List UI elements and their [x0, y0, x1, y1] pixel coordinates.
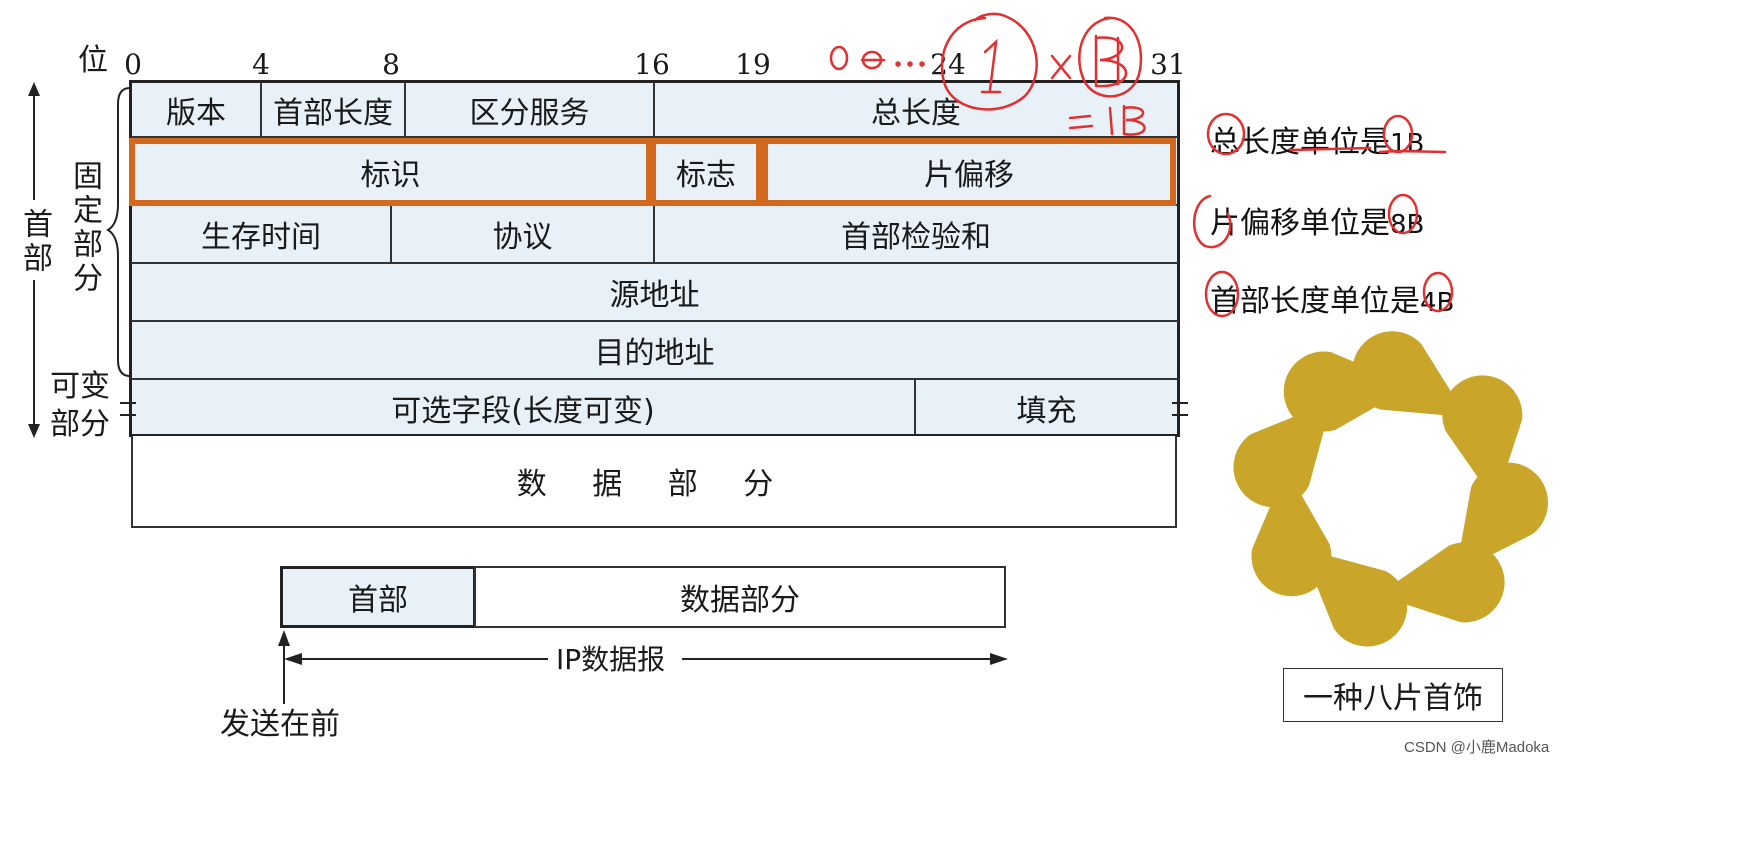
col-divider: [260, 82, 262, 136]
field-dscp: 区分服务: [469, 96, 590, 131]
bit-tick-24: 24: [930, 48, 966, 81]
datagram-span-arrow: [284, 653, 1008, 665]
highlight-fragment-offset: [762, 138, 1176, 206]
note-fragment-value: 8B: [1390, 210, 1425, 240]
col-divider: [914, 378, 916, 435]
fixed-part-label: 固定部分: [67, 160, 102, 296]
bit-tick-8: 8: [382, 48, 400, 81]
col-divider: [390, 204, 392, 262]
bit-tick-0: 0: [124, 48, 142, 81]
bit-tick-16: 16: [634, 48, 670, 81]
field-fragment-offset: 片偏移: [924, 158, 1014, 193]
ornament-petal: [1251, 468, 1332, 597]
header-span-arrow: [28, 82, 40, 438]
field-header-length: 首部长度: [273, 96, 393, 131]
note-fragment-unit: 片偏移单位是8B: [1210, 198, 1424, 242]
row-divider: [131, 262, 1178, 264]
field-identification: 标识: [360, 158, 421, 193]
datagram-header-box: 首部: [280, 566, 476, 628]
col-divider: [653, 82, 655, 136]
note-total-length-unit: 总长度单位是1B: [1210, 117, 1424, 161]
variable-part-label-1: 可变: [50, 369, 110, 404]
send-first-arrow: [278, 630, 290, 704]
field-protocol: 协议: [492, 220, 553, 255]
field-ttl: 生存时间: [201, 220, 321, 255]
row-divider: [131, 320, 1178, 322]
datagram-label: IP数据报: [556, 643, 666, 676]
col-divider: [653, 204, 655, 262]
fixed-part-brace: [106, 87, 131, 377]
ornament-petal: [1301, 548, 1408, 647]
datagram-data-box: 数据部分: [474, 566, 1006, 628]
field-total-length: 总长度: [871, 96, 961, 131]
field-dest-address: 目的地址: [594, 336, 715, 371]
data-part-box: 数 据 部 分: [131, 436, 1177, 528]
field-options: 可选字段(长度可变): [391, 393, 655, 429]
variable-mark-right: [1172, 402, 1188, 416]
eight-petal-ornament: [1233, 331, 1549, 647]
highlight-identification: [129, 138, 652, 206]
ornament-petal: [1283, 351, 1412, 432]
row-divider: [131, 136, 1178, 138]
field-version: 版本: [166, 96, 226, 131]
row-divider: [131, 378, 1178, 380]
field-source-address: 源地址: [609, 278, 700, 313]
note-header-length-value: 4B: [1420, 288, 1455, 318]
col-divider: [404, 82, 406, 136]
header-vertical-label: 首部: [17, 208, 52, 276]
field-padding: 填充: [1016, 393, 1077, 429]
ornament-caption: 一种八片首饰: [1283, 668, 1503, 722]
variable-mark-left: [120, 402, 136, 416]
highlight-flags: [650, 138, 762, 206]
watermark: CSDN @小鹿Madoka: [1404, 739, 1550, 756]
ornament-petal: [1377, 542, 1505, 623]
bit-axis-label: 位: [78, 43, 108, 78]
bit-tick-31: 31: [1150, 48, 1186, 81]
note-header-length-unit: 首部长度单位是4B: [1210, 276, 1454, 320]
ornament-petal: [1233, 401, 1332, 508]
note-fragment-prefix: 片偏移单位是: [1210, 206, 1390, 241]
bit-tick-19: 19: [735, 48, 771, 81]
bit-tick-4: 4: [252, 48, 270, 81]
note-total-length-value: 1B: [1390, 129, 1425, 159]
field-checksum: 首部检验和: [841, 220, 991, 255]
variable-part-label-2: 部分: [50, 407, 110, 442]
note-header-length-prefix: 首部长度单位是: [1210, 284, 1420, 319]
field-flags: 标志: [676, 158, 736, 193]
note-total-length-prefix: 总长度单位是: [1210, 125, 1390, 160]
send-first-label: 发送在前: [220, 707, 340, 742]
